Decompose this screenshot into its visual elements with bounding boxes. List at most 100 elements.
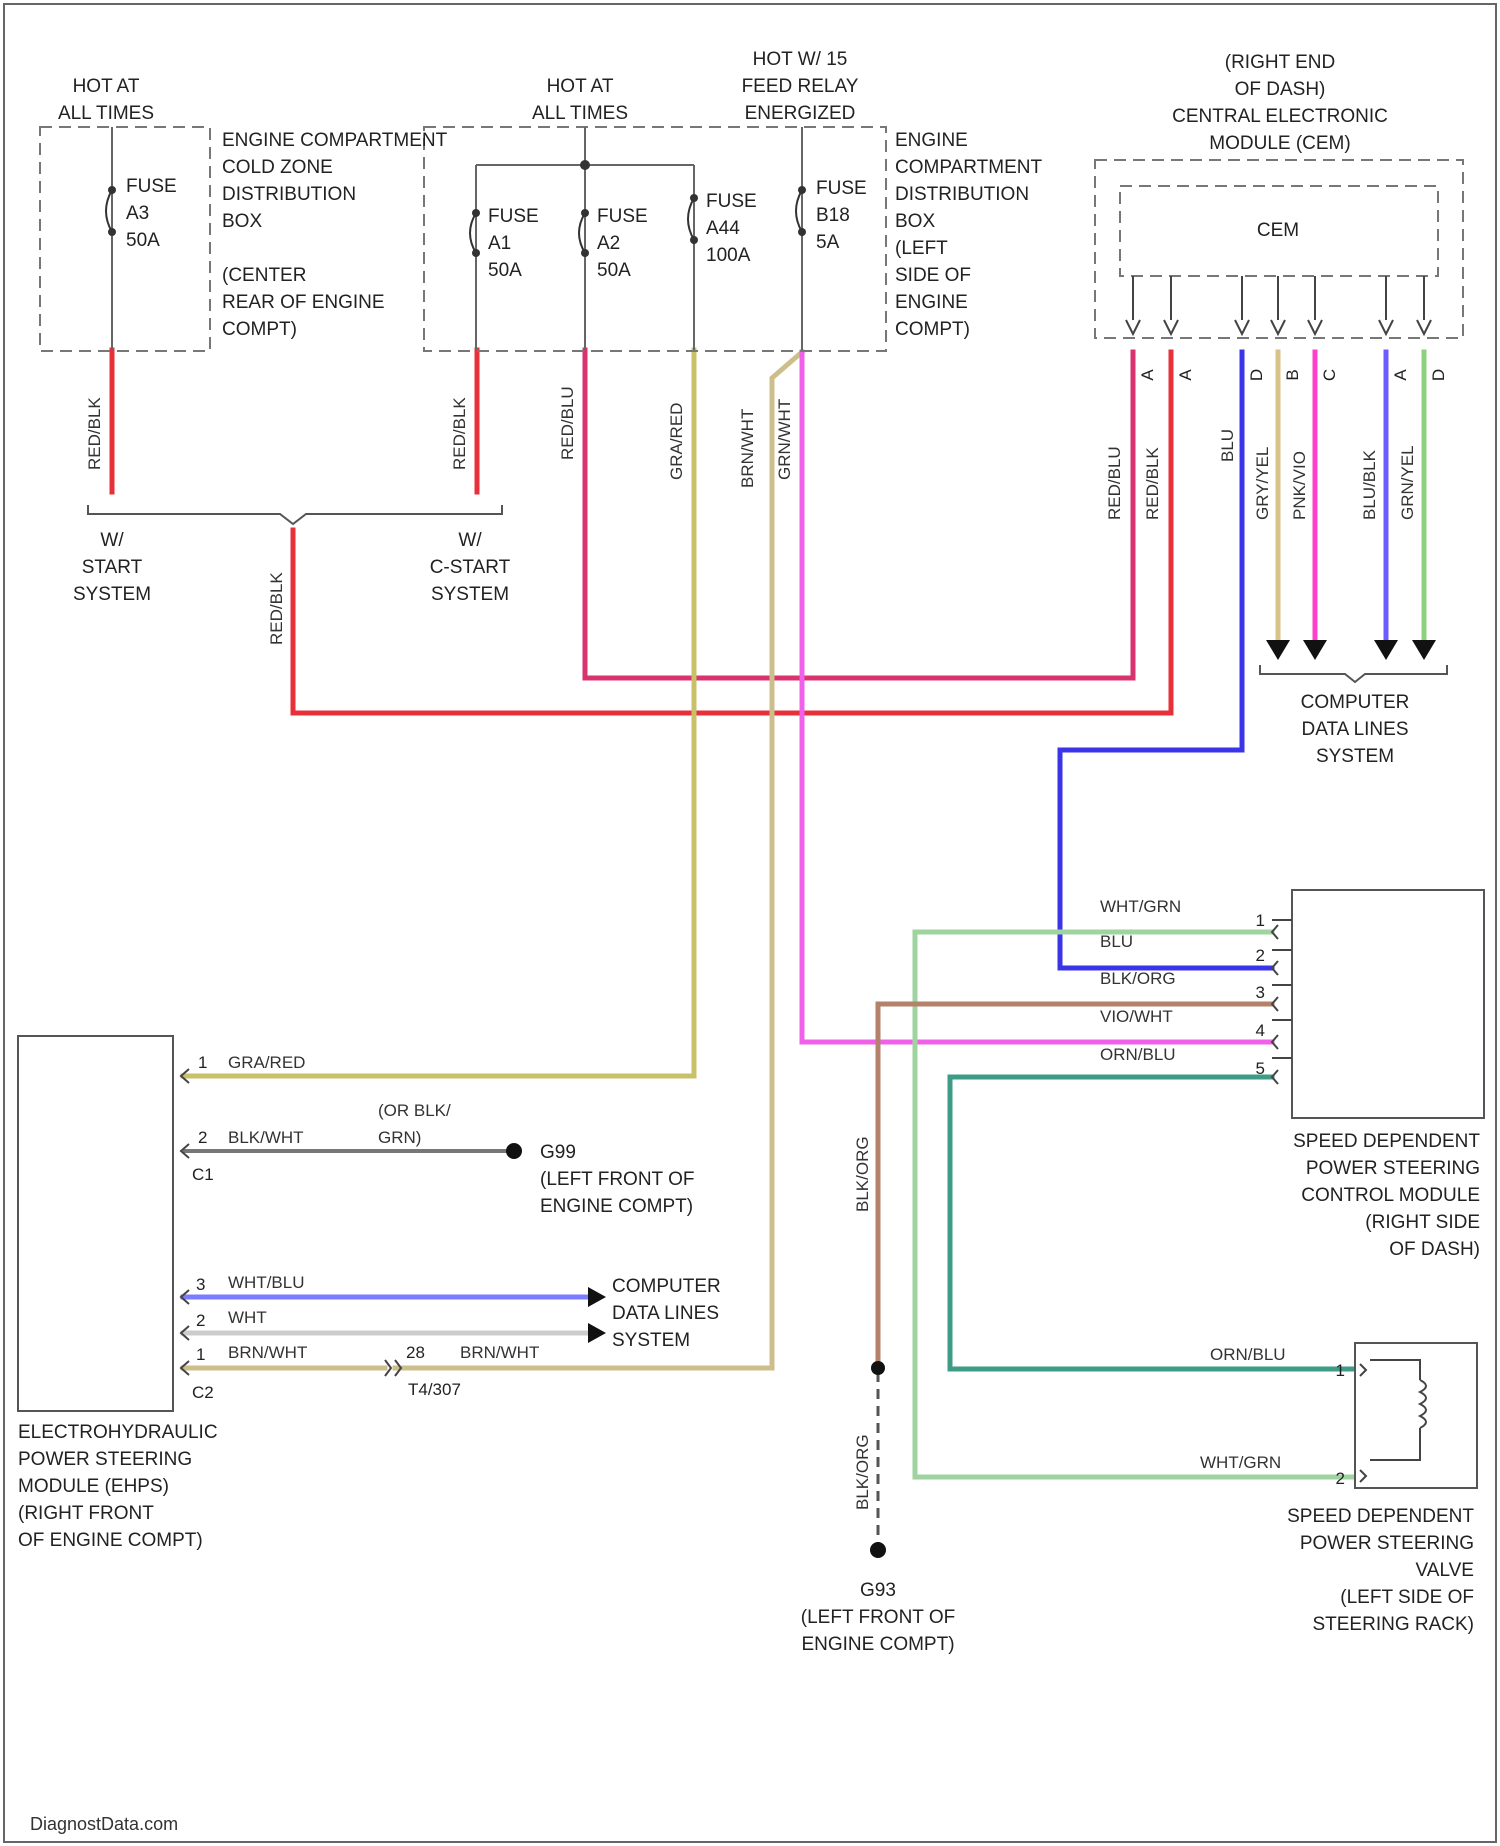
splice-pin: 28 xyxy=(406,1343,425,1362)
ehps-ground-line-0: G99 xyxy=(540,1142,576,1163)
data-line-arrows-top xyxy=(1266,640,1436,660)
ehps-connector-c2: C2 xyxy=(192,1383,214,1402)
wire-label-cem-3: BLU xyxy=(1218,429,1237,462)
cem-pin-3 xyxy=(1271,276,1285,334)
sdps-wire-label-3: VIO/WHT xyxy=(1100,1007,1173,1026)
splice-id: T4/307 xyxy=(408,1380,461,1399)
cem-pin-label-4: C xyxy=(1320,369,1339,381)
wire-label-cem-4: GRY/YEL xyxy=(1253,447,1272,520)
wires xyxy=(112,350,1424,1548)
footer-watermark: DiagnostData.com xyxy=(30,1814,178,1834)
wire-red-blu-to-cem xyxy=(585,350,1133,678)
sdps-pin-4: 5 xyxy=(1256,1059,1265,1078)
sdps-pin-1: 2 xyxy=(1256,946,1265,965)
fuse-box-1-desc-line-7: COMPT) xyxy=(222,319,297,340)
ground-g93-dot xyxy=(870,1542,886,1558)
data-line-arrows-ehps xyxy=(588,1287,606,1343)
valve-desc-line-4: STEERING RACK) xyxy=(1312,1614,1474,1635)
wire-label-a3: RED/BLK xyxy=(85,397,104,470)
ehps-ground-line-2: ENGINE COMPT) xyxy=(540,1196,693,1217)
data-lines-top-line-2: SYSTEM xyxy=(1316,746,1394,767)
sdps-desc-line-2: CONTROL MODULE xyxy=(1301,1185,1480,1206)
wire-label-cem-2: RED/BLK xyxy=(1143,447,1162,520)
wire-label-b18-1: BRN/WHT xyxy=(738,409,757,488)
wire-label-cem-1: RED/BLU xyxy=(1105,446,1124,520)
wire-label-a2: RED/BLU xyxy=(558,386,577,460)
wire-orn-blu xyxy=(950,1077,1355,1369)
valve-wire-wht-grn: WHT/GRN xyxy=(1200,1453,1281,1472)
wire-red-blk-to-cem xyxy=(293,352,1171,713)
ehps-ground-line-1: (LEFT FRONT OF xyxy=(540,1169,694,1190)
fuse-box-1-outline xyxy=(40,127,210,351)
cem-pin-2 xyxy=(1235,276,1249,334)
fuse-box-2-hot-run-3: ENERGIZED xyxy=(745,103,856,124)
fuse-box-1-hot-label: HOT AT xyxy=(73,76,140,97)
ehps-data-lines-line-0: COMPUTER xyxy=(612,1276,721,1297)
start-system-left-line-2: SYSTEM xyxy=(73,584,151,605)
fuse-box-2-desc-line-4: (LEFT xyxy=(895,238,948,259)
start-system-right-line-1: C-START xyxy=(430,557,511,578)
fuse-box-1-hot-label-2: ALL TIMES xyxy=(58,103,154,124)
ground-g93-line-1: (LEFT FRONT OF xyxy=(801,1607,955,1628)
fuse-a3-amp: 50A xyxy=(126,230,160,251)
fuse-box-2-hot-label: HOT AT xyxy=(547,76,614,97)
valve-desc-line-2: VALVE xyxy=(1416,1560,1474,1581)
wire-label-a44: GRA/RED xyxy=(667,403,686,480)
fuse-box-1-desc-line-6: REAR OF ENGINE xyxy=(222,292,385,313)
fuse-a3-label: FUSE xyxy=(126,176,177,197)
sdps-desc-line-0: SPEED DEPENDENT xyxy=(1293,1131,1480,1152)
sdps-module-box xyxy=(1292,890,1484,1118)
wire-label-blk-org-1: BLK/ORG xyxy=(853,1136,872,1212)
fuse-box-2-desc-line-6: ENGINE xyxy=(895,292,968,313)
ehps-wire-wht-blu: WHT/BLU xyxy=(228,1273,305,1292)
ehps-wire-brn-wht: BRN/WHT xyxy=(228,1343,307,1362)
cem-pin-4 xyxy=(1308,276,1322,334)
ehps-desc-line-3: (RIGHT FRONT xyxy=(18,1503,154,1524)
cem-pin-5 xyxy=(1379,276,1393,334)
fuse-box-1-desc-line-3: BOX xyxy=(222,211,262,232)
sdps-desc-line-3: (RIGHT SIDE xyxy=(1365,1212,1480,1233)
ehps-desc-line-2: MODULE (EHPS) xyxy=(18,1476,169,1497)
ehps-alt-color-line-0: (OR BLK/ xyxy=(378,1101,451,1120)
ground-g93-line-2: ENGINE COMPT) xyxy=(801,1634,954,1655)
sdps-wire-label-4: ORN/BLU xyxy=(1100,1045,1176,1064)
cem-desc-line-1: OF DASH) xyxy=(1235,79,1326,100)
fuse-b18-line-1: B18 xyxy=(816,205,850,226)
fuse-b18-line-2: 5A xyxy=(816,232,840,253)
cem-desc-line-0: (RIGHT END xyxy=(1225,52,1335,73)
fuse-a1-line-0: FUSE xyxy=(488,206,539,227)
valve-box xyxy=(1355,1343,1477,1488)
cem-pin-6 xyxy=(1417,276,1431,334)
valve-desc-line-3: (LEFT SIDE OF xyxy=(1340,1587,1474,1608)
data-lines-top-line-1: DATA LINES xyxy=(1302,719,1409,740)
fuse-a3-id: A3 xyxy=(126,203,149,224)
splice-wire-label: BRN/WHT xyxy=(460,1343,539,1362)
ehps-data-lines-line-2: SYSTEM xyxy=(612,1330,690,1351)
valve-desc-line-1: POWER STEERING xyxy=(1300,1533,1474,1554)
fuse-a44-line-1: A44 xyxy=(706,218,740,239)
bus-node xyxy=(580,160,590,170)
sdps-desc-line-1: POWER STEERING xyxy=(1306,1158,1480,1179)
wire-label-blk-org-2: BLK/ORG xyxy=(853,1434,872,1510)
fuse-box-1-desc-line-5: (CENTER xyxy=(222,265,306,286)
fuse-box-2-hot-run-2: FEED RELAY xyxy=(742,76,859,97)
wire-label-combined: RED/BLK xyxy=(267,572,286,645)
ehps-data-lines-line-1: DATA LINES xyxy=(612,1303,719,1324)
ehps-pin-c2-2: 2 xyxy=(196,1311,205,1330)
fuse-box-1-desc-line-1: COLD ZONE xyxy=(222,157,333,178)
start-system-right-line-0: W/ xyxy=(458,530,482,551)
cem-pin-label-2: D xyxy=(1247,369,1266,381)
sdps-desc-line-4: OF DASH) xyxy=(1389,1239,1480,1260)
data-lines-top-line-0: COMPUTER xyxy=(1301,692,1410,713)
fuse-b18-line-0: FUSE xyxy=(816,178,867,199)
cem-pin-label-6: D xyxy=(1429,369,1448,381)
cem-pin-1 xyxy=(1164,276,1178,334)
splice-dot xyxy=(871,1361,885,1375)
fuse-box-1-desc-line-2: DISTRIBUTION xyxy=(222,184,356,205)
wire-label-a1: RED/BLK xyxy=(450,397,469,470)
start-bracket xyxy=(88,505,502,524)
ehps-desc-line-1: POWER STEERING xyxy=(18,1449,192,1470)
wire-label-cem-5: PNK/VIO xyxy=(1290,451,1309,520)
